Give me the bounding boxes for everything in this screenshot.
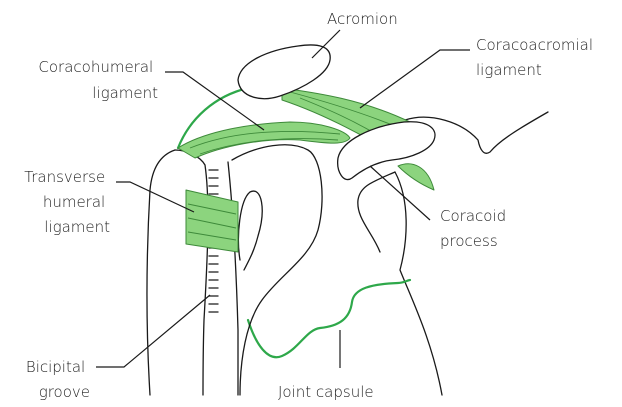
label-coracohumeral: Coracohumeral ligament [38, 58, 158, 102]
humerus-inner-outline [228, 162, 238, 395]
humerus-outline [147, 150, 175, 395]
coracoacromial-leader [360, 50, 470, 108]
label-coracoid-process: Coracoid process [440, 207, 511, 250]
label-coracoacromial: Coracoacromial ligament [476, 36, 598, 79]
transverse-humeral-ligament [186, 190, 238, 252]
bicipital-leader [96, 295, 210, 367]
label-acromion: Acromion [327, 10, 398, 28]
joint-capsule-lower-line [248, 280, 410, 357]
transverse-leader [116, 182, 194, 212]
lesser-tubercle-outline [238, 191, 262, 270]
label-joint-capsule: Joint capsule [278, 383, 374, 401]
greater-tubercle-outline [175, 150, 208, 395]
coracoid-ligament-patch [398, 164, 434, 190]
label-transverse-humeral: Transverse humeral ligament [24, 168, 110, 236]
label-bicipital-groove: Bicipital groove [26, 358, 90, 401]
